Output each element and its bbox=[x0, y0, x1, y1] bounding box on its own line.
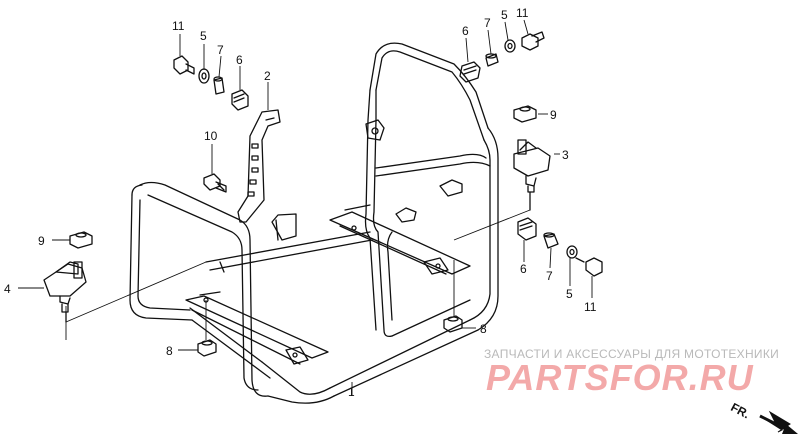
nut-9-right bbox=[513, 105, 537, 123]
callout-nut-9-left: 9 bbox=[38, 234, 45, 248]
callout-frame: 1 bbox=[348, 385, 355, 399]
front-direction-arrow-icon bbox=[759, 410, 798, 434]
callout-top-right-6: 6 bbox=[462, 24, 469, 38]
bracket-part-2 bbox=[237, 109, 281, 223]
bolt-10 bbox=[203, 173, 227, 193]
watermark-tagline: ЗАПЧАСТИ И АКСЕССУАРЫ ДЛЯ МОТОТЕХНИКИ bbox=[484, 347, 780, 361]
frame-part-1 bbox=[129, 42, 499, 404]
hardware-top-right bbox=[459, 31, 545, 83]
callout-mount-left: 4 bbox=[4, 282, 11, 296]
engine-mount-right-part-3 bbox=[513, 139, 551, 211]
callout-bolt-10: 10 bbox=[204, 129, 218, 143]
callout-nut-9-right: 9 bbox=[550, 108, 557, 122]
callout-nut-8-right: 8 bbox=[480, 322, 487, 336]
hardware-top-left bbox=[173, 55, 249, 111]
callout-top-right-7: 7 bbox=[484, 16, 491, 30]
nut-9-left bbox=[69, 231, 93, 249]
callout-mount-right: 3 bbox=[562, 148, 569, 162]
callout-bottom-right-6: 6 bbox=[520, 262, 527, 276]
callout-bottom-right-7: 7 bbox=[546, 269, 553, 283]
callout-nut-8-left: 8 bbox=[166, 344, 173, 358]
callout-bracket: 2 bbox=[264, 69, 271, 83]
callout-top-left-11: 11 bbox=[172, 19, 185, 33]
callout-top-left-6: 6 bbox=[236, 53, 243, 67]
hardware-bottom-right bbox=[517, 217, 603, 277]
leader-lines bbox=[18, 19, 593, 396]
callout-labels: 1 2 3 4 8 8 9 9 10 11 5 7 6 6 7 5 11 6 7… bbox=[4, 6, 597, 399]
callout-top-left-7: 7 bbox=[217, 43, 224, 57]
callout-top-left-5: 5 bbox=[200, 29, 207, 43]
callout-bottom-right-11: 11 bbox=[584, 300, 597, 314]
callout-top-right-5: 5 bbox=[501, 8, 508, 22]
callout-top-right-11: 11 bbox=[516, 6, 529, 20]
nut-8-right bbox=[443, 315, 463, 333]
watermark-brand-logo: PARTSFOR.RU bbox=[486, 357, 754, 398]
nut-8-left bbox=[197, 339, 217, 357]
engine-mount-left-part-4 bbox=[43, 261, 87, 323]
callout-bottom-right-5: 5 bbox=[566, 287, 573, 301]
